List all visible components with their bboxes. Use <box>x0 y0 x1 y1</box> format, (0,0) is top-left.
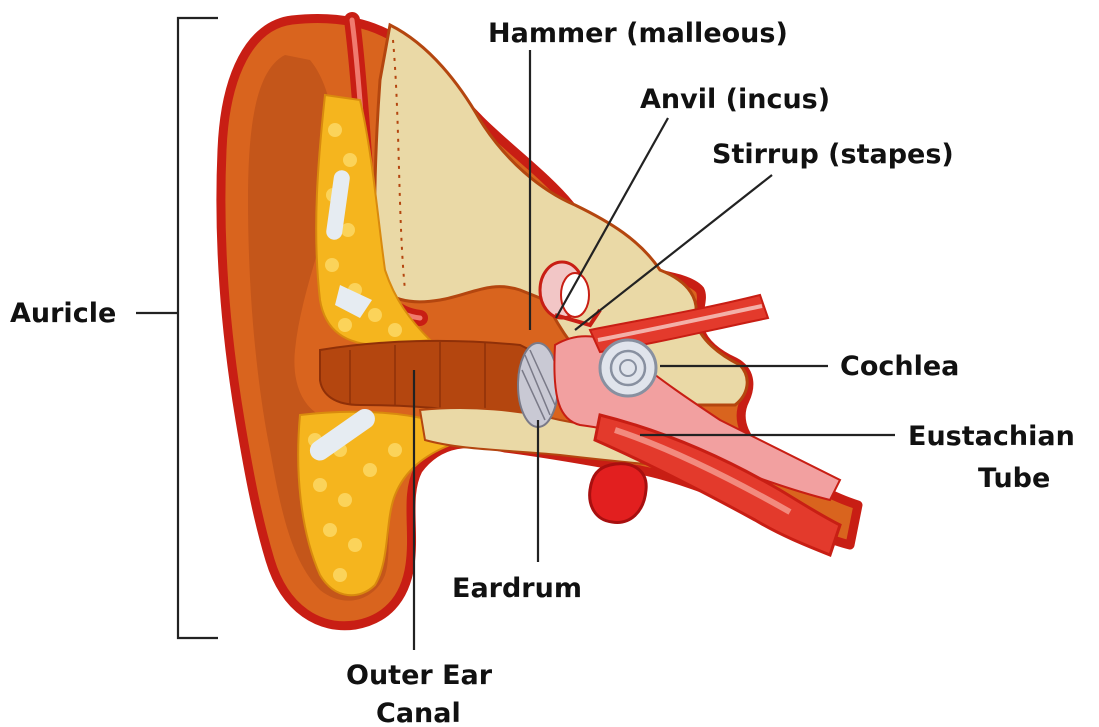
label-outer-canal-line2: Canal <box>376 698 461 727</box>
label-auricle: Auricle <box>10 298 116 329</box>
label-eustachian-line1: Eustachian <box>908 421 1075 452</box>
label-stirrup: Stirrup (stapes) <box>712 139 954 170</box>
label-eustachian-line2: Tube <box>978 463 1050 494</box>
label-anvil: Anvil (incus) <box>640 84 830 115</box>
cochlea-spiral <box>600 340 656 396</box>
label-hammer: Hammer (malleous) <box>488 18 788 49</box>
lower-gland <box>590 464 647 523</box>
label-eardrum: Eardrum <box>452 573 582 604</box>
label-outer-canal-line1: Outer Ear <box>346 660 493 691</box>
label-cochlea: Cochlea <box>840 351 959 382</box>
auricle-bracket <box>178 18 218 638</box>
